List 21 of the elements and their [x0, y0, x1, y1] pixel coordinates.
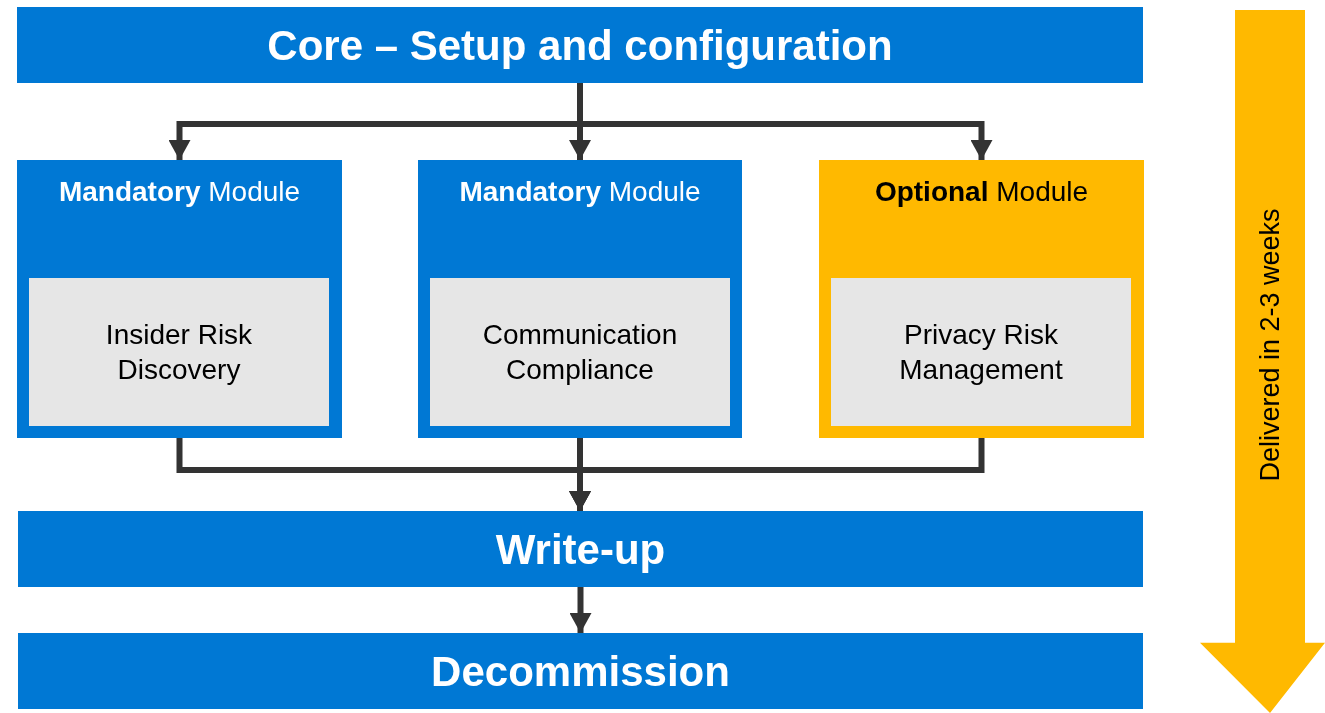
module-name: Privacy Risk Management	[898, 318, 1064, 387]
module-panel	[17, 160, 342, 438]
connector-arrow	[577, 83, 993, 160]
stage-bar	[18, 511, 1143, 587]
stage-bar	[17, 7, 1143, 83]
module-heading: Optional Module	[873, 176, 1090, 209]
module-box	[831, 278, 1131, 426]
module-name: Communication Compliance	[481, 318, 679, 387]
module-panel	[418, 160, 742, 438]
connector-arrow	[569, 587, 592, 633]
module-panel	[819, 160, 1144, 438]
module-name: Insider Risk Discovery	[104, 318, 254, 387]
duration-label: Delivered in 2-3 weeks	[1253, 208, 1286, 482]
stage-bar	[18, 633, 1143, 709]
module-heading: Mandatory Module	[458, 176, 702, 209]
stage-label: Write-up	[495, 524, 666, 575]
module-heading: Mandatory Module	[57, 176, 302, 209]
stage-label: Decommission	[431, 646, 730, 697]
stage-label: Core – Setup and configuration	[267, 20, 893, 71]
module-box	[430, 278, 730, 426]
module-box	[29, 278, 329, 426]
